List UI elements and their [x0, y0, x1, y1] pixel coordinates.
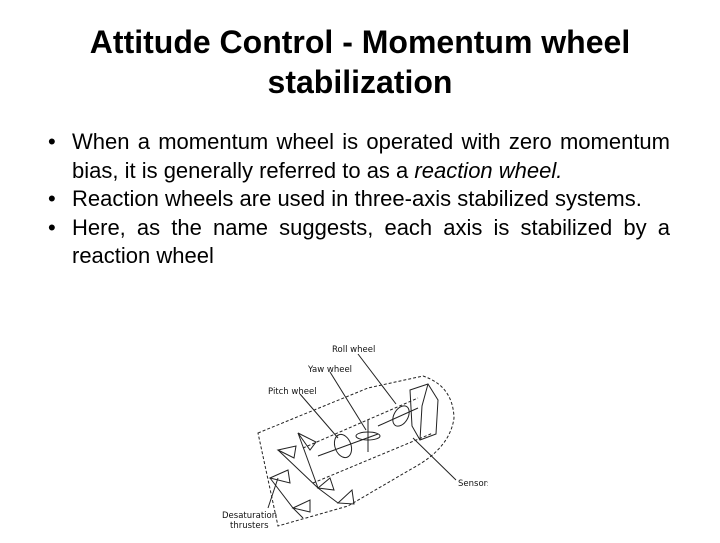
bullet-dot: • [48, 129, 56, 154]
roll-wheel [392, 405, 410, 427]
roll-axis [377, 407, 419, 427]
bullet-emphasis: reaction wheel. [414, 157, 563, 183]
bullet-item: • When a momentum wheel is operated with… [48, 128, 670, 185]
label-roll-wheel: Roll wheel [332, 345, 375, 355]
leader-line [412, 437, 457, 481]
pitch-wheel [333, 433, 353, 459]
thruster [291, 499, 311, 513]
title-line-1: Attitude Control - Momentum wheel [89, 24, 631, 60]
diagram-svg: Roll wheel Yaw wheel Pitch wheel Sensors… [222, 345, 492, 531]
thruster [276, 445, 297, 459]
label-yaw-wheel: Yaw wheel [307, 365, 352, 375]
label-desaturation: Desaturation [222, 511, 277, 521]
title-line-2: stabilization [267, 64, 453, 100]
body-inner-line [302, 397, 419, 449]
bullet-dot: • [48, 214, 56, 240]
thruster [268, 469, 291, 484]
pitch-axis [317, 433, 379, 457]
sensor-box-edge [419, 383, 429, 441]
bullet-list: • When a momentum wheel is operated with… [48, 128, 670, 271]
thruster [336, 488, 355, 505]
body-outline [257, 375, 455, 527]
label-thrusters: thrusters [230, 521, 269, 531]
bullet-text: When a momentum wheel is operated with z… [72, 129, 670, 183]
bullet-item: • Here, as the name suggests, each axis … [48, 214, 670, 271]
leader-line [267, 477, 279, 509]
leader-line [357, 353, 397, 405]
thruster [316, 477, 335, 491]
sensor-box [409, 383, 439, 441]
body-inner-line [312, 432, 434, 484]
bullet-dot: • [48, 186, 56, 211]
leader-line [329, 371, 367, 431]
bullet-item: • Reaction wheels are used in three-axis… [48, 185, 670, 214]
thruster [297, 432, 317, 451]
thruster-line [297, 432, 319, 489]
leader-line [299, 393, 339, 439]
reaction-wheel-diagram: Roll wheel Yaw wheel Pitch wheel Sensors… [218, 338, 492, 538]
bullet-text: Here, as the name suggests, each axis is… [72, 214, 670, 269]
thruster-line [269, 477, 304, 519]
label-sensors: Sensors [458, 479, 488, 489]
slide-title: Attitude Control - Momentum wheel stabil… [40, 22, 680, 102]
bullet-text: Reaction wheels are used in three-axis s… [72, 186, 642, 211]
label-pitch-wheel: Pitch wheel [268, 387, 317, 397]
